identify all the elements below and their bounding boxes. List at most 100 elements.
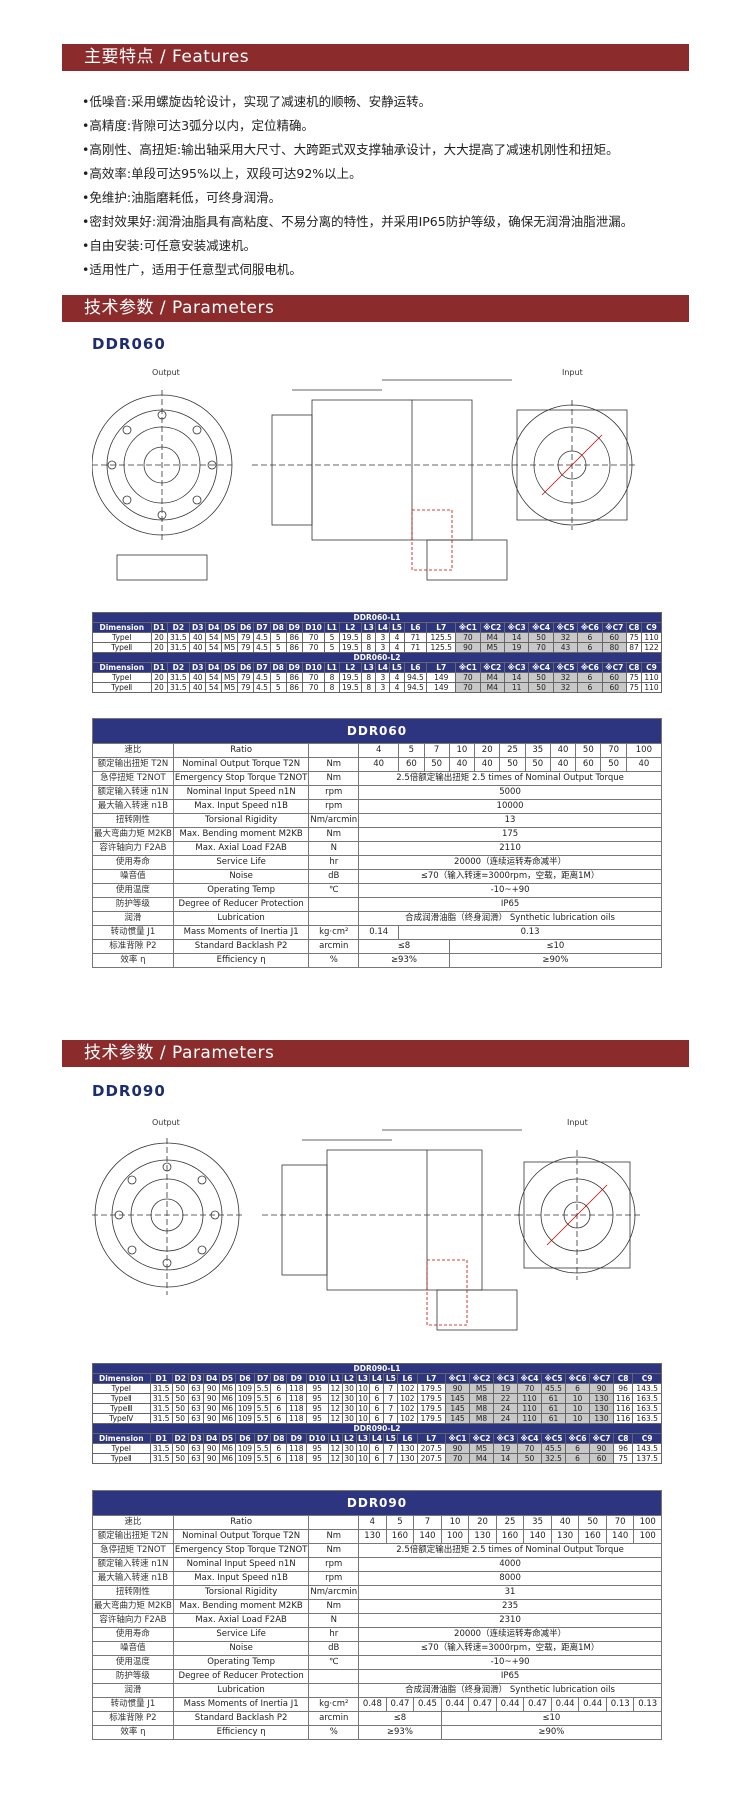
param-title-row: DDR060	[92, 718, 662, 744]
inertia-cell: 0.44	[578, 1697, 607, 1712]
ratio-cell: 4	[358, 743, 400, 758]
param-unit: %	[308, 953, 360, 968]
dim-cell: 118	[286, 1453, 307, 1464]
param-en-label: Max. Bending moment M2KB	[172, 827, 310, 842]
dim-cell: 116	[612, 1393, 634, 1404]
param-value: 0.14	[358, 925, 400, 940]
param-unit: arcmin	[308, 1711, 360, 1726]
param-en-label: Lubrication	[172, 1683, 310, 1698]
param-unit: rpm	[308, 799, 360, 814]
dim-cell: 90	[445, 1443, 470, 1454]
ratio-cell: 35	[523, 1515, 552, 1530]
param-cn-label: 扭转刚性	[92, 813, 174, 828]
dim-cell: 54	[205, 642, 223, 653]
inertia-cell: 0.47	[385, 1697, 415, 1712]
dim-cell: 6	[369, 1383, 385, 1394]
dim-header-cell: L6	[403, 622, 428, 633]
dim-cell: 31.5	[149, 1413, 173, 1424]
dim-table-title-row: DDR090-L1	[92, 1363, 662, 1374]
dim-cell: TypeⅡ	[92, 682, 152, 693]
dim-cell: 4	[389, 682, 405, 693]
feature-item: •自由安装:可任意安装减速机。	[82, 238, 257, 253]
dim-cell: 6	[577, 672, 603, 683]
dim-header-cell: L2	[341, 1433, 357, 1444]
param-en-label: Max. Input Speed n1B	[172, 1571, 310, 1586]
dim-header-cell: L3	[361, 622, 377, 633]
dim-cell: 12	[327, 1453, 343, 1464]
dim-header-cell: L1	[327, 1373, 343, 1384]
dim-cell: M4	[479, 632, 505, 643]
dim-header-cell: ※C4	[517, 1373, 542, 1384]
dim-header-cell: D2	[166, 662, 191, 673]
dim-cell: 7	[383, 1383, 399, 1394]
dim-header-cell: L1	[324, 662, 340, 673]
dim-cell: 19	[493, 1443, 518, 1454]
dim-header-cell: L4	[369, 1433, 385, 1444]
dim-cell: 31.5	[166, 642, 191, 653]
param-unit	[308, 897, 360, 912]
param-en-label: Max. Input Speed n1B	[172, 799, 310, 814]
dim-header-cell: L3	[355, 1433, 371, 1444]
dim-cell: 5	[269, 672, 287, 683]
dim-header-cell: ※C3	[493, 1373, 518, 1384]
torque-cell: 40	[358, 757, 400, 772]
dim-cell: M5	[469, 1443, 494, 1454]
dim-cell: 122	[641, 642, 662, 653]
dim-cell: 90	[203, 1403, 221, 1414]
dim-cell: 90	[589, 1383, 614, 1394]
dim-header-cell: D10	[301, 662, 326, 673]
ratio-cell: 50	[578, 1515, 607, 1530]
drawing-output-label: Output	[152, 368, 180, 377]
dim-cell: 6	[369, 1393, 385, 1404]
dim-cell: 95	[305, 1453, 329, 1464]
param-en-label: Nominal Output Torque T2N	[172, 757, 310, 772]
dim-header-cell: Dimension	[92, 1373, 151, 1384]
param-value: ≤10	[440, 1711, 663, 1726]
dim-cell: 50	[171, 1413, 189, 1424]
param-unit: rpm	[308, 785, 360, 800]
dim-cell: 60	[589, 1453, 614, 1464]
dim-cell: 7	[383, 1453, 399, 1464]
dim-header-cell: L6	[403, 662, 428, 673]
param-value: ≤70（输入转速=3000rpm，空载，距离1M）	[358, 1641, 662, 1656]
param-value: -10~+90	[358, 1655, 662, 1670]
dim-cell: 118	[286, 1443, 307, 1454]
param-value: 2310	[358, 1613, 662, 1628]
dim-cell: 163.5	[632, 1393, 662, 1404]
inertia-cell: 0.47	[468, 1697, 497, 1712]
dim-header-cell: D7	[254, 1373, 272, 1384]
dim-cell: 32	[552, 672, 579, 683]
dim-cell: 12	[327, 1383, 343, 1394]
dim-cell: 79	[237, 682, 255, 693]
features-list: •低噪音:采用螺旋齿轮设计，实现了减速机的顺畅、安静运转。 •高精度:背隙可达3…	[82, 90, 682, 282]
param-en-label: Emergency Stop Torque T2NOT	[172, 1543, 310, 1558]
dim-header-cell: ※C3	[503, 662, 530, 673]
dim-cell: 40	[189, 632, 207, 643]
param-en-label: Noise	[172, 1641, 310, 1656]
dim-cell: 6	[270, 1393, 288, 1404]
dim-header-cell: L5	[383, 1433, 399, 1444]
dim-cell: 31.5	[149, 1403, 173, 1414]
dim-cell: 4	[389, 632, 405, 643]
param-en-label: Mass Moments of Inertia J1	[172, 925, 310, 940]
dim-cell: 50	[171, 1453, 189, 1464]
param-cn-label: 噪音值	[92, 1641, 174, 1656]
ddr090-drawing: Output Input	[92, 1118, 642, 1331]
dim-cell: M5	[479, 642, 505, 653]
param-en-label: Efficiency η	[172, 953, 310, 968]
torque-cell: 130	[468, 1529, 497, 1544]
dim-header-cell: C8	[612, 1373, 634, 1384]
dim-cell: TypeⅣ	[92, 1413, 151, 1424]
dim-cell: TypeⅠ	[92, 672, 152, 683]
dim-header-cell: D9	[285, 622, 303, 633]
param-en-label: Emergency Stop Torque T2NOT	[172, 771, 310, 786]
